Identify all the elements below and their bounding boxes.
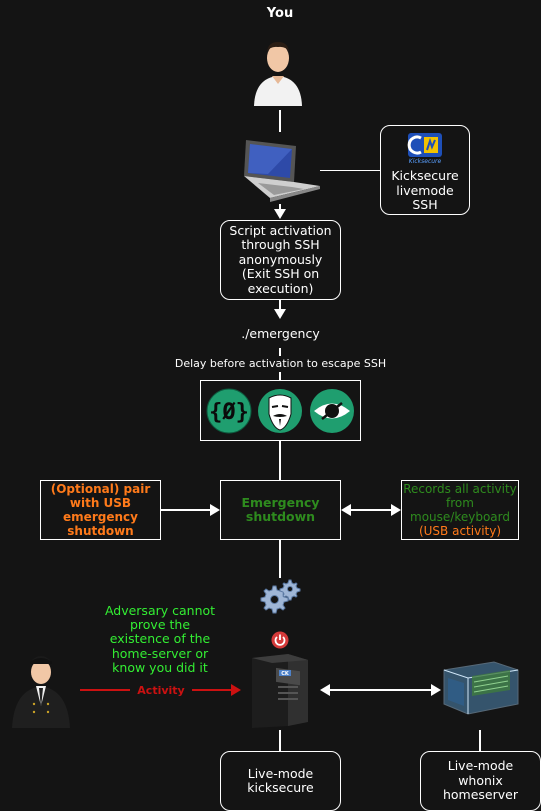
app-icons-box: {Ø} — [200, 380, 361, 441]
arrowhead-server — [320, 684, 330, 696]
arrowhead-script — [274, 209, 286, 219]
arrowhead-emergency-right — [341, 504, 351, 516]
server-tower-icon: CK — [252, 654, 308, 728]
arrowhead-whonix — [431, 684, 441, 696]
script-activation-box: Script activation through SSH anonymousl… — [220, 220, 341, 300]
anonymous-mask-icon — [258, 388, 303, 433]
connector-emergency-gears — [279, 540, 281, 578]
records-activity-box: Records all activity from mouse/keyboard… — [401, 480, 519, 540]
svg-text:{Ø}: {Ø} — [209, 400, 249, 425]
eye-icon — [310, 388, 355, 433]
activity-arrowhead — [231, 684, 241, 696]
arrowhead-emergency-left — [210, 504, 220, 516]
gears-icon — [260, 579, 301, 614]
user-avatar-icon — [254, 42, 302, 106]
usb-activity-text: (USB activity) — [418, 524, 502, 538]
kicksecure-box-label: Kicksecure livemode SSH — [391, 168, 459, 212]
connector-emergency-records — [350, 509, 392, 511]
arrowhead-command — [274, 309, 286, 319]
adversary-text: Adversary cannot prove the existence of … — [104, 603, 216, 675]
connector-script-command — [279, 300, 281, 310]
connector-user-laptop — [279, 110, 281, 132]
whonix-server-icon — [443, 661, 519, 715]
delay-label: Delay before activation to escape SSH — [174, 357, 387, 370]
connector-apps-emergency — [279, 441, 281, 480]
adversary-officer-icon — [12, 656, 70, 728]
server-logo-text: CK — [281, 671, 290, 677]
arrowhead-records — [391, 504, 401, 516]
connector-laptop-kicksecure — [320, 170, 380, 171]
connector-delay-apps — [279, 372, 281, 380]
records-activity-text: Records all activity from mouse/keyboard — [403, 482, 517, 524]
live-mode-kicksecure-box: Live-mode kicksecure — [220, 751, 341, 811]
connector-usb-emergency — [161, 509, 211, 511]
connector-whonix-box — [479, 730, 481, 751]
connector-command-delay — [279, 348, 281, 356]
connector-server-kicksecure — [279, 730, 281, 751]
live-mode-whonix-box: Live-mode whonix homeserver — [420, 751, 541, 811]
connector-laptop-script — [279, 204, 281, 210]
kicksecure-logo-text: Kicksecure — [408, 158, 442, 165]
connector-server-whonix — [330, 689, 432, 691]
usb-pairing-box: (Optional) pair with USB emergency shutd… — [40, 480, 161, 540]
kicksecure-livemode-ssh-box: Kicksecure Kicksecure livemode SSH — [380, 125, 470, 215]
power-icon — [271, 631, 289, 649]
activity-label: Activity — [130, 684, 192, 697]
curly-braces-icon: {Ø} — [206, 388, 252, 433]
diagram-title: You — [266, 6, 294, 21]
emergency-command-label: ./emergency — [241, 326, 320, 341]
laptop-icon — [244, 140, 320, 202]
emergency-shutdown-box: Emergency shutdown — [220, 480, 341, 540]
kicksecure-logo-icon — [407, 133, 442, 157]
